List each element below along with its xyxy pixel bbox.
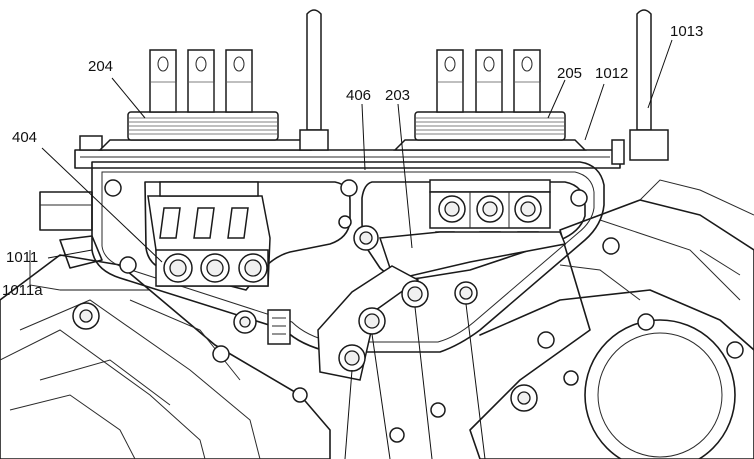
terminal-blades-204 — [149, 49, 253, 113]
label-406: 406 — [346, 87, 371, 104]
label-1011a: 1011a — [2, 282, 43, 299]
label-1013: 1013 — [670, 23, 703, 40]
label-1011: 1011 — [6, 249, 38, 266]
label-404: 404 — [12, 129, 37, 146]
label-203: 203 — [385, 87, 410, 104]
housing-right — [389, 179, 754, 459]
center-bolts — [233, 280, 478, 372]
reference-labels: 204 205 1012 1013 406 203 404 1011 1011a — [2, 23, 703, 299]
connector-205 — [393, 49, 587, 151]
terminal-block-right — [429, 179, 551, 239]
side-bracket-1011 — [39, 191, 103, 269]
terminal-block-left — [147, 181, 271, 287]
cover-frame — [91, 161, 605, 353]
connector-204 — [98, 49, 312, 151]
terminal-blades-205 — [436, 49, 541, 113]
label-204: 204 — [88, 58, 113, 75]
leader-lines — [41, 39, 673, 459]
locating-pins — [299, 9, 669, 161]
label-205: 205 — [557, 65, 582, 82]
label-1012: 1012 — [595, 65, 628, 82]
lower-housing-left — [0, 250, 331, 459]
